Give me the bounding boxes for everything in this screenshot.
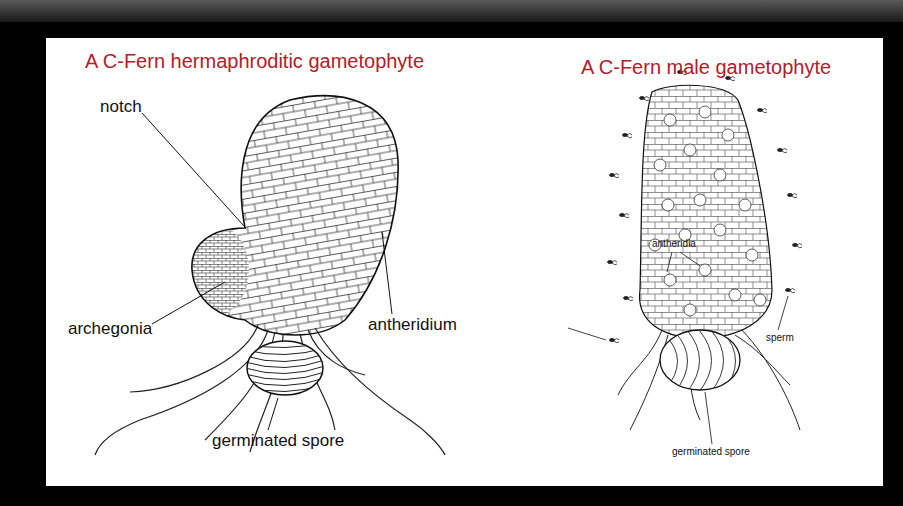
part-label: archegonia [68,320,152,339]
slide-heading: A C-Fern male gametophyte [581,56,831,78]
frame-bar [0,0,903,22]
slide-heading: A C-Fern hermaphroditic gametophyte [85,50,424,72]
part-label: notch [100,98,142,117]
part-label: sperm [766,332,794,343]
part-label: antheridia [652,238,696,249]
part-label: germinated spore [212,432,344,451]
part-label: antheridium [368,316,457,335]
part-label: germinated spore [672,446,750,457]
